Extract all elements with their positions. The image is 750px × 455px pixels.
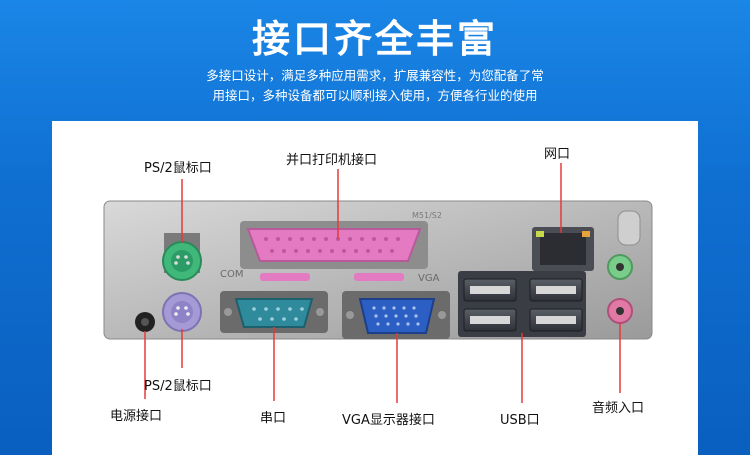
page-title: 接口齐全丰富: [251, 17, 498, 61]
label-vga: VGA显示器接口: [342, 413, 435, 428]
power-jack: [135, 312, 155, 332]
subtitle-line-2: 用接口，多种设备都可以顺利接入使用，方便各行业的使用: [212, 88, 538, 103]
label-power: 电源接口: [110, 409, 163, 424]
parallel-port: [240, 221, 428, 281]
usb-block: [458, 271, 586, 337]
label-usb: USB口: [500, 413, 540, 428]
io-panel-photo: COM VGA M51/S2: [103, 163, 653, 403]
label-parallel: 并口打印机接口: [286, 153, 378, 168]
serial-port: [220, 291, 328, 333]
lan-port: [532, 227, 594, 271]
vga-port: [342, 291, 450, 339]
io-panel-card: COM VGA M51/S2: [52, 121, 698, 455]
label-ps2-bottom: PS/2鼠标口: [144, 379, 212, 394]
panel-print-com: COM: [220, 269, 243, 280]
subtitle-line-1: 多接口设计，满足多种应用需求，扩展兼容性，为您配备了常: [206, 68, 544, 83]
panel-print-model: M51/S2: [412, 211, 442, 220]
ps2-purple-port: [162, 292, 202, 332]
leader-lines: [144, 163, 621, 403]
ps2-green-port: [162, 233, 202, 281]
page-subtitle: 多接口设计，满足多种应用需求，扩展兼容性，为您配备了常 用接口，多种设备都可以顺…: [0, 66, 750, 106]
label-ps2-top: PS/2鼠标口: [144, 161, 212, 176]
panel-print-vga: VGA: [418, 273, 440, 284]
label-serial: 串口: [260, 411, 287, 426]
label-audio: 音频入口: [592, 401, 645, 416]
shield-cutout: [617, 210, 641, 246]
label-lan: 网口: [544, 147, 571, 162]
